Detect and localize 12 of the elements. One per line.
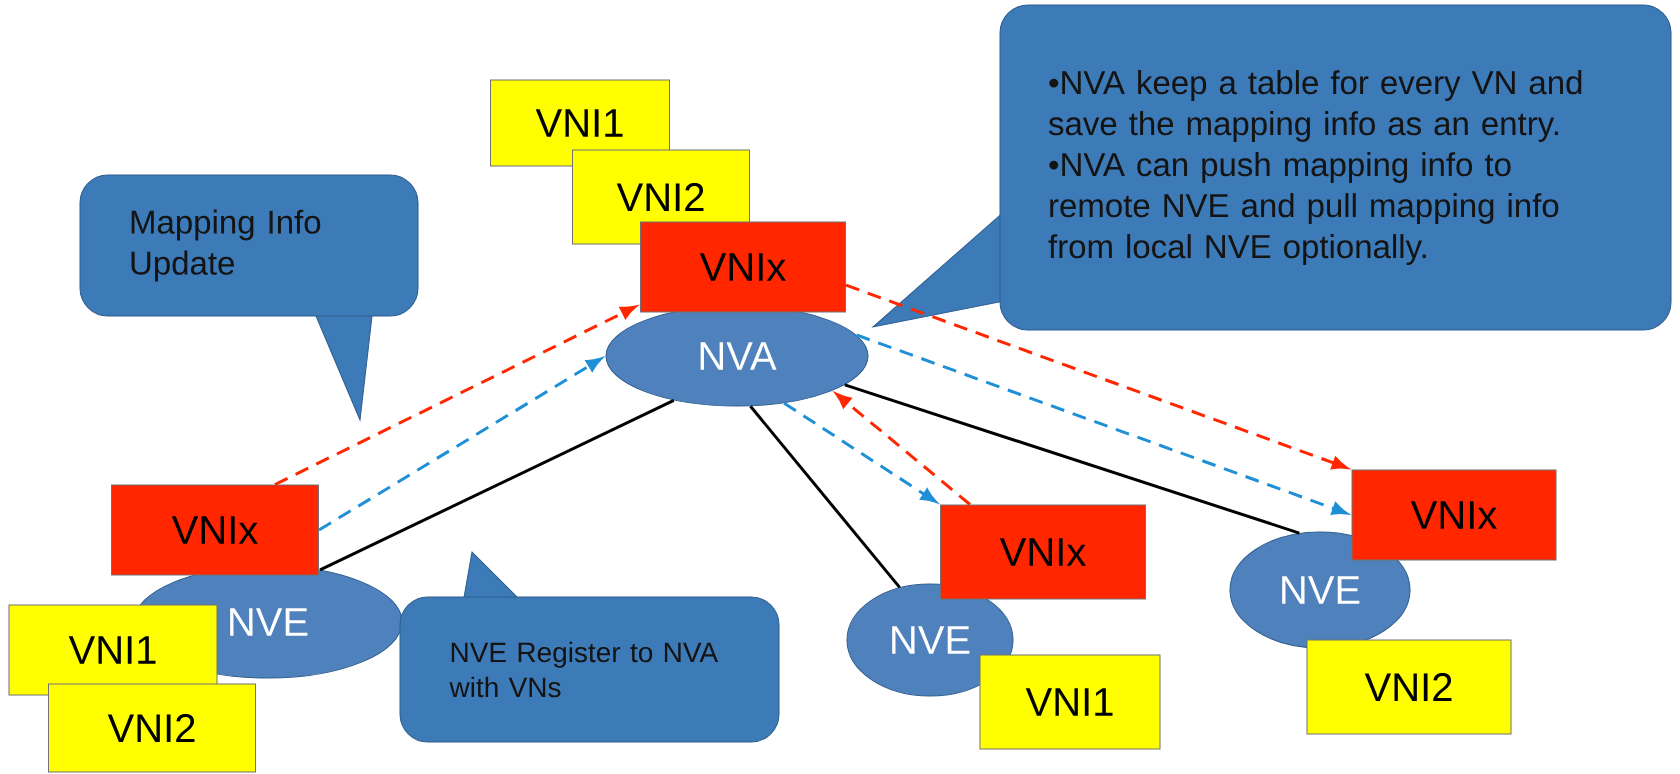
label-box: VNIx [640,221,846,313]
connection-line [749,405,901,589]
label-box: VNIx [111,484,319,576]
speech-callout: •NVA keep a table for every VN and save the mapping info as an entry. •NVA can push mapping info to remote NVE and pull mapping info from local NVE optionally. [872,4,1672,331]
speech-callout: Mapping Info Update [79,174,419,421]
label-box: VNIx [1351,469,1557,561]
label-box: VNI2 [1306,639,1512,735]
label-box: VNIx [940,504,1146,600]
label-box: VNI2 [48,683,256,773]
label-box: VNI1 [979,654,1161,750]
speech-callout: NVE Register to NVA with VNs [399,551,780,743]
label-box: VNI1 [490,79,670,167]
